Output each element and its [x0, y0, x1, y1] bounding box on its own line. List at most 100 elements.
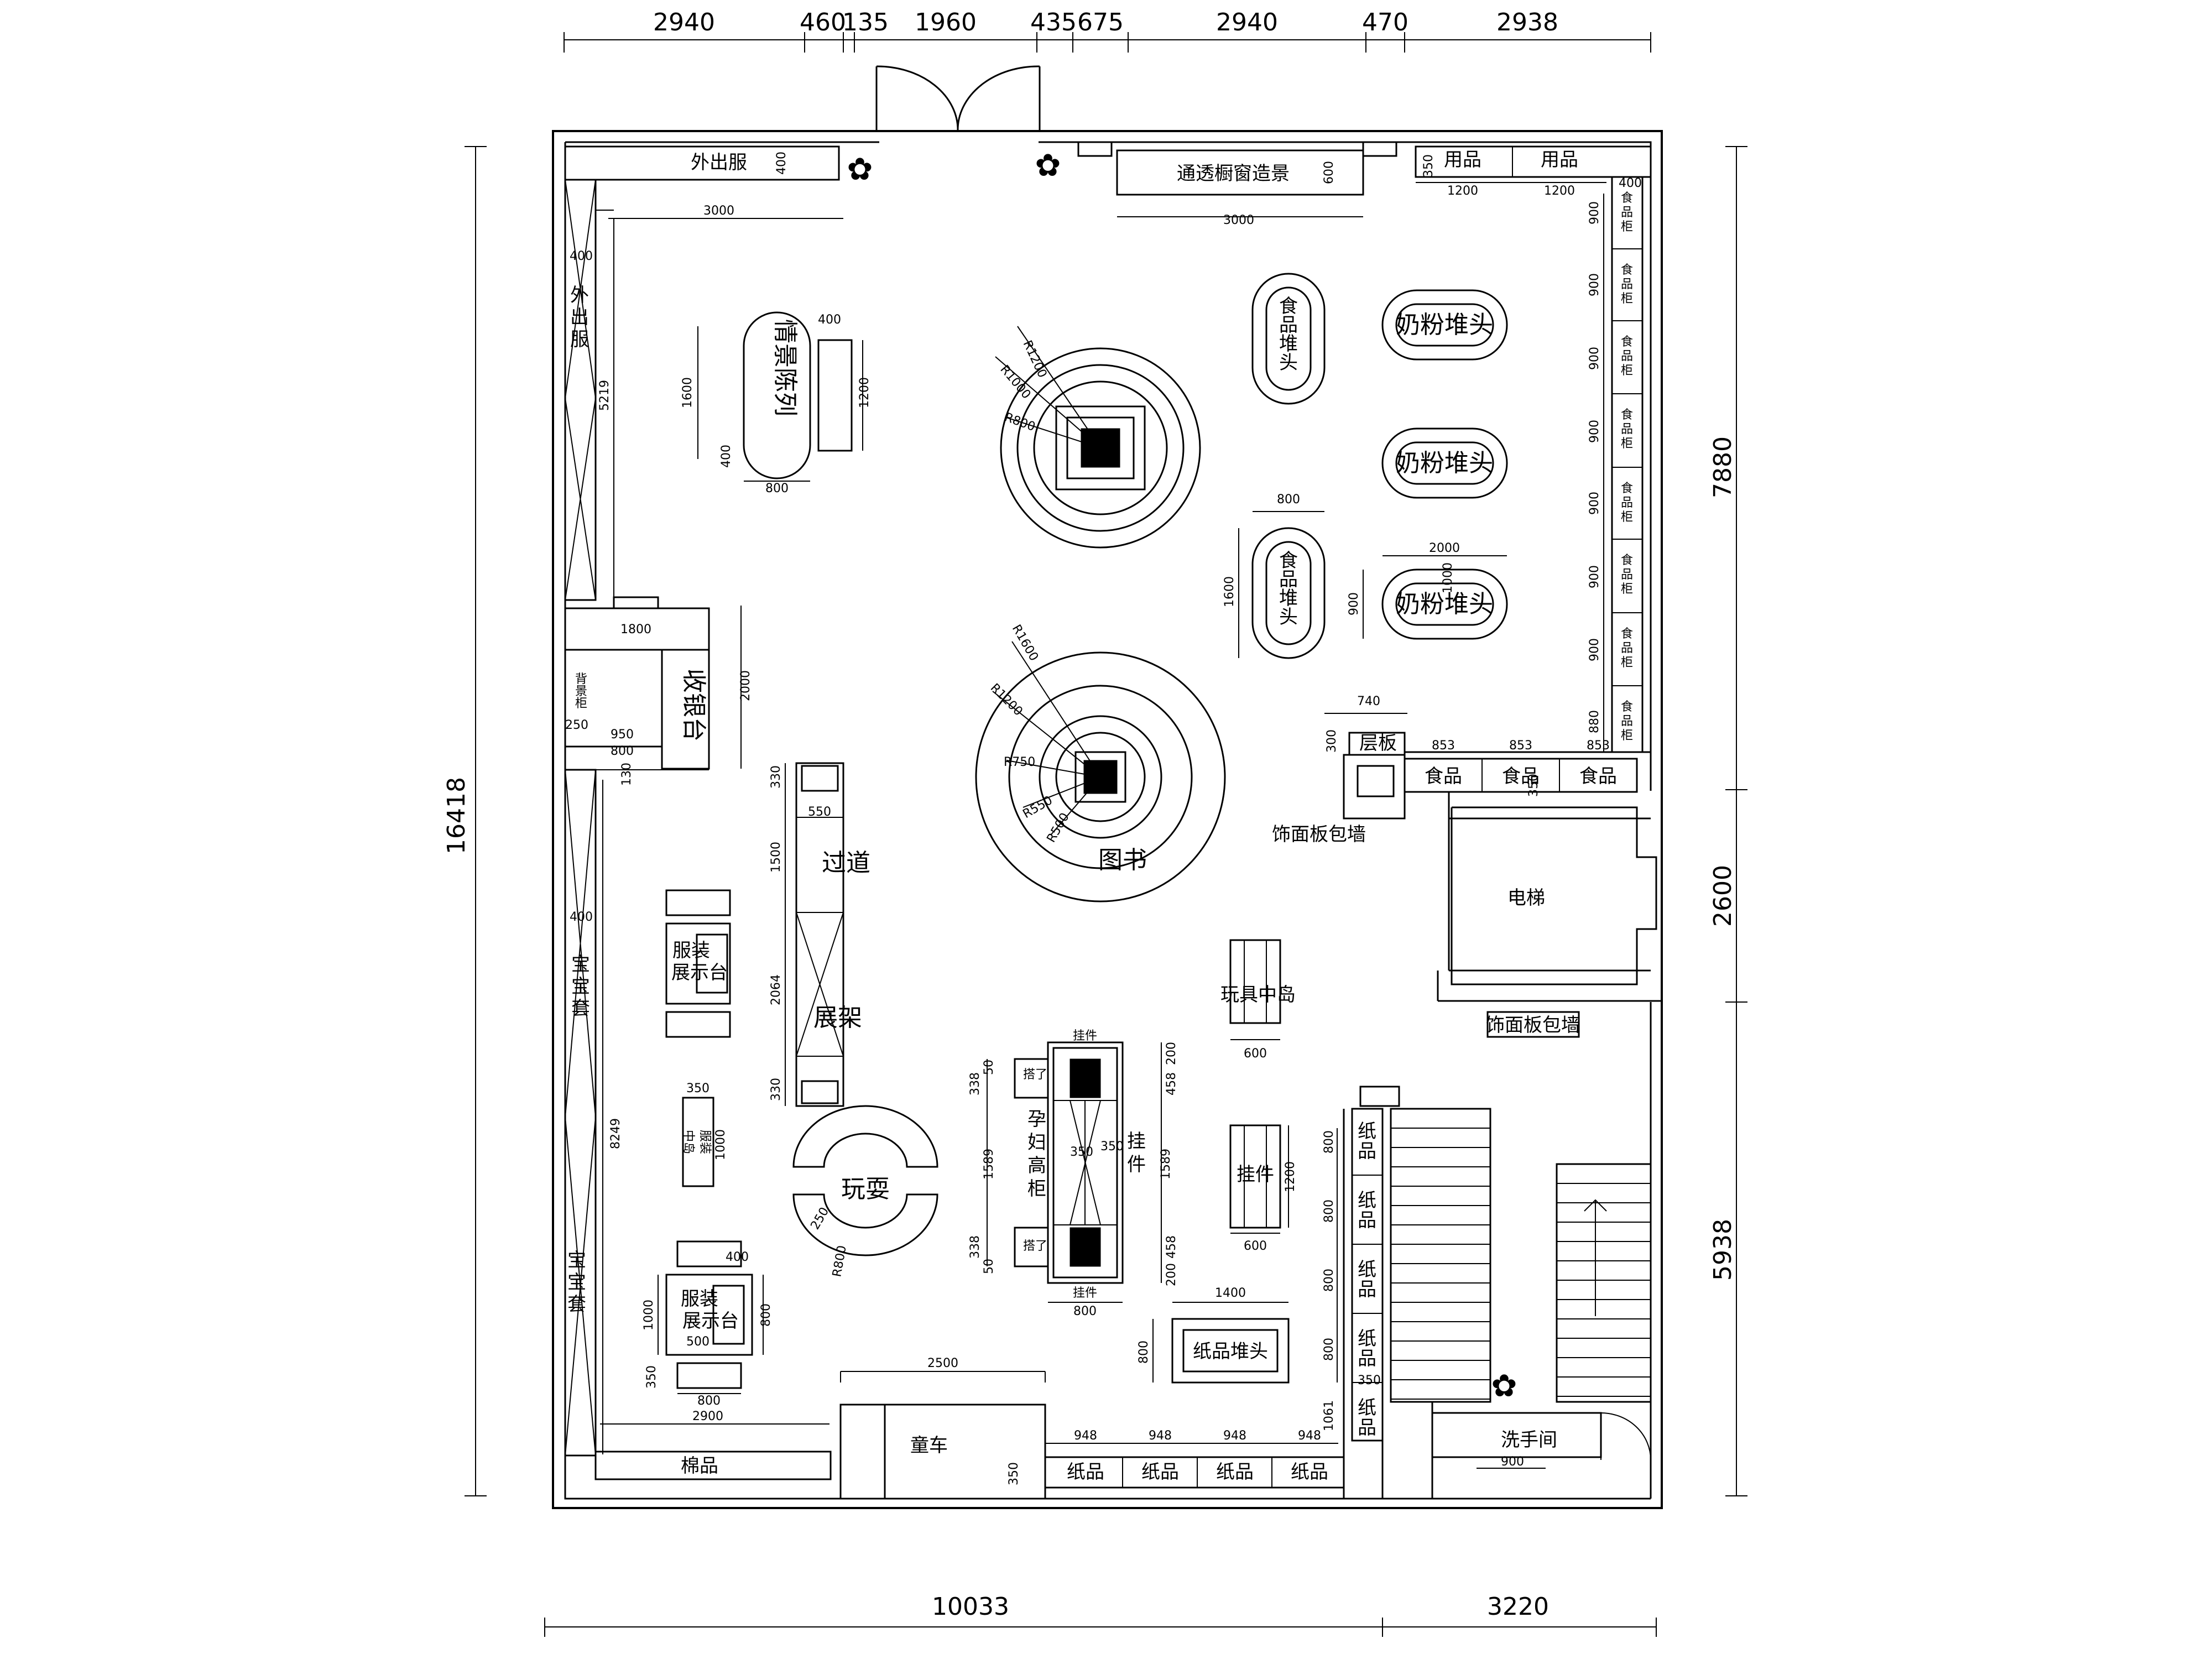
- svg-text:8249: 8249: [609, 1118, 623, 1149]
- scene-display: 情景陈列 400 1600 1200 400 800: [681, 311, 872, 495]
- label-food-cabinet: 食品柜: [1621, 554, 1633, 596]
- label-cotton: 棉品: [681, 1455, 718, 1477]
- svg-text:R1600: R1600: [1009, 623, 1041, 664]
- svg-text:200: 200: [1165, 1042, 1178, 1065]
- label-milk-pile-1: 奶粉堆头: [1396, 311, 1493, 339]
- label-paper-b1: 纸品: [1067, 1461, 1104, 1483]
- dim-left: 16418: [442, 777, 471, 854]
- svg-text:900: 900: [1588, 492, 1601, 515]
- svg-text:550: 550: [808, 805, 831, 819]
- svg-text:400: 400: [719, 445, 733, 468]
- food-pile-2: 食品堆头 800 1600: [1223, 493, 1326, 659]
- svg-text:200: 200: [1165, 1263, 1178, 1286]
- svg-text:✿: ✿: [847, 152, 873, 187]
- svg-text:400: 400: [726, 1250, 749, 1264]
- svg-text:338: 338: [968, 1235, 982, 1259]
- svg-text:2900: 2900: [692, 1410, 723, 1423]
- elevator: 电梯 饰面板包墙: [1451, 806, 1657, 1038]
- round-display-books: R1600 R1200 R750 R550 R500 图书: [975, 623, 1226, 902]
- stairs-right: [1556, 1163, 1652, 1403]
- label-hanger-side: 挂件: [1127, 1130, 1146, 1176]
- svg-text:1200: 1200: [1544, 184, 1575, 198]
- label-clothing-stand: 服装: [698, 1130, 712, 1154]
- dim-top-4: 1960: [915, 8, 977, 36]
- svg-text:✿: ✿: [1491, 1368, 1517, 1404]
- food-cabinet-column: 400 900 900 900 900 900 900 900 880: [1588, 176, 1644, 753]
- svg-text:800: 800: [1073, 1305, 1097, 1318]
- label-paper-2: 纸品: [1358, 1190, 1376, 1232]
- food-pile-1: 食品堆头: [1251, 273, 1326, 405]
- svg-text:330: 330: [769, 1078, 783, 1101]
- label-paper-pile: 纸品堆头: [1193, 1340, 1268, 1363]
- label-paper-b3: 纸品: [1216, 1461, 1254, 1483]
- label-paper-3: 纸品: [1358, 1259, 1376, 1301]
- dim-right-1: 7880: [1709, 436, 1737, 498]
- svg-text:853: 853: [1509, 739, 1532, 753]
- right-dimension-line: 7880 2600 5938: [1709, 146, 1747, 1496]
- label-middle-island: 中岛: [681, 1130, 695, 1154]
- svg-text:853: 853: [1432, 739, 1455, 753]
- svg-text:1800: 1800: [620, 623, 651, 637]
- toy-play-area: 玩耍 250 R800: [792, 1105, 938, 1278]
- svg-text:800: 800: [611, 744, 634, 758]
- svg-text:3000: 3000: [1223, 213, 1254, 227]
- dim-top-2: 460: [800, 8, 846, 36]
- svg-text:800: 800: [1137, 1340, 1151, 1364]
- label-wall-panel-1: 饰面板包墙: [1272, 823, 1366, 846]
- svg-text:1600: 1600: [681, 377, 695, 408]
- label-food-cabinet: 食品柜: [1621, 627, 1633, 670]
- stroller-area: 2500 童车 350: [839, 1357, 1046, 1500]
- svg-text:50: 50: [982, 1259, 996, 1274]
- outerwear-shelf-left: 400 外出服 5219: [564, 179, 614, 601]
- svg-text:50: 50: [982, 1060, 996, 1075]
- svg-text:350: 350: [1422, 154, 1436, 178]
- svg-text:350: 350: [1100, 1140, 1124, 1154]
- milk-pile-3: 奶粉堆头 2000 900 1000: [1347, 541, 1508, 640]
- label-clothing-table-2: 服装展示台: [681, 1288, 739, 1332]
- baby-set-shelf: 400 8249 宝宝套 宝宝套: [564, 769, 623, 1457]
- svg-text:500: 500: [686, 1335, 709, 1349]
- svg-text:400: 400: [818, 313, 841, 327]
- svg-text:250: 250: [565, 718, 588, 732]
- label-toy-island: 玩具中岛: [1220, 984, 1296, 1006]
- svg-text:1000: 1000: [714, 1129, 728, 1160]
- svg-text:350: 350: [1007, 1462, 1021, 1485]
- food-shelf-row: 853 853 853 食品 食品 食品 350: [1404, 739, 1651, 797]
- svg-text:1000: 1000: [642, 1300, 656, 1331]
- svg-text:350: 350: [645, 1365, 659, 1389]
- elevator-walls: 饰面板包墙: [1272, 792, 1662, 1002]
- shelf-board: 740 层板 300: [1324, 695, 1407, 820]
- label-food-1: 食品: [1425, 765, 1462, 787]
- svg-text:R1200: R1200: [1020, 338, 1050, 380]
- dim-right-3: 5938: [1709, 1219, 1737, 1281]
- svg-text:880: 880: [1588, 710, 1601, 733]
- label-food-pile-2: 食品堆头: [1279, 550, 1298, 628]
- label-paper-b4: 纸品: [1291, 1461, 1328, 1483]
- label-paper-1: 纸品: [1358, 1120, 1376, 1162]
- svg-text:900: 900: [1588, 273, 1601, 296]
- svg-text:1600: 1600: [1223, 576, 1237, 607]
- maternity-tall-cabinet: 挂件 挂件 800 搭了 搭了 338 50 1589 338 50 孕妇高柜 …: [968, 1029, 1178, 1318]
- milk-pile-2: 奶粉堆头: [1381, 427, 1508, 499]
- dim-top-7: 2940: [1216, 8, 1278, 36]
- svg-text:600: 600: [1244, 1047, 1267, 1061]
- dim-right-2: 2600: [1709, 865, 1737, 927]
- svg-text:400: 400: [570, 910, 593, 924]
- flower-icon: ✿: [1491, 1368, 1517, 1404]
- label-shelf-board: 层板: [1359, 732, 1397, 754]
- middle-island: 350 1000 中岛 服装: [681, 1082, 728, 1187]
- label-maternity: 孕妇高柜: [1027, 1108, 1046, 1200]
- label-food-cabinet: 食品柜: [1621, 263, 1633, 306]
- label-toys: 玩耍: [841, 1175, 890, 1203]
- svg-text:R750: R750: [1004, 755, 1035, 769]
- svg-text:900: 900: [1588, 638, 1601, 661]
- svg-text:800: 800: [765, 482, 789, 495]
- label-supplies-1: 用品: [1444, 149, 1481, 171]
- svg-text:2500: 2500: [927, 1357, 958, 1370]
- svg-text:1000: 1000: [1441, 562, 1455, 593]
- hanger-stand: 挂件 1200 600: [1229, 1124, 1297, 1253]
- label-stroller: 童车: [910, 1434, 948, 1457]
- outerwear-shelf-top: 外出服 400 3000: [564, 145, 843, 219]
- label-books: 图书: [1098, 846, 1147, 874]
- washroom: 洗手间 900: [1431, 1402, 1651, 1499]
